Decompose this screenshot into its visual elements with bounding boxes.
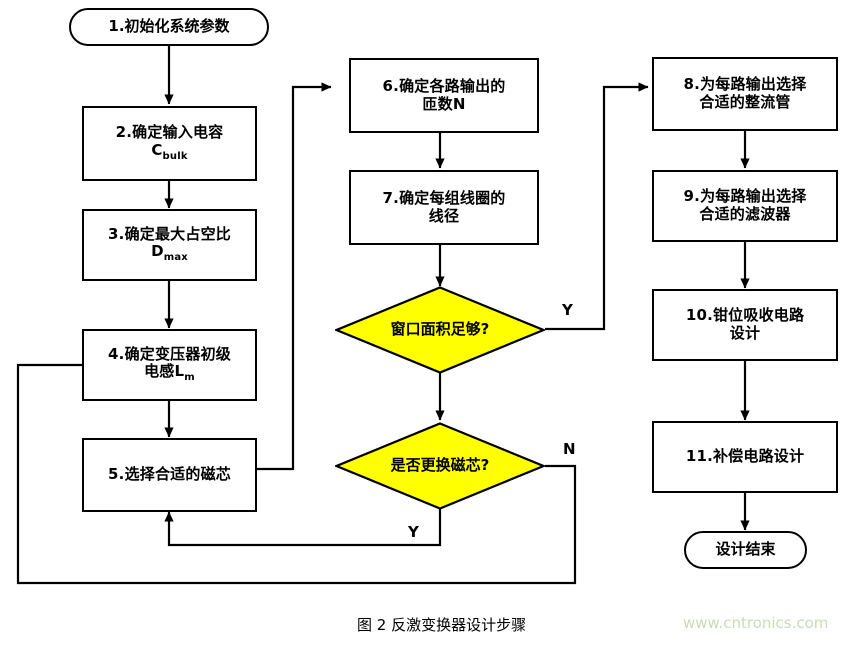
- node-decision-window-area[interactable]: 窗口面积足够?: [335, 286, 545, 374]
- node-end[interactable]: 设计结束: [684, 531, 807, 569]
- node-step-8-line1: 8.为每路输出选择: [683, 75, 807, 94]
- edge-label-decision1-yes: Y: [562, 301, 573, 319]
- node-step-8-text: 8.为每路输出选择 合适的整流管: [684, 76, 807, 111]
- site-watermark: www.cntronics.com: [683, 614, 829, 632]
- node-step-3[interactable]: 3.确定最大占空比 Dmax: [82, 209, 257, 281]
- node-step-4-line2-main: 电感L: [144, 362, 185, 381]
- node-step-9[interactable]: 9.为每路输出选择 合适的滤波器: [652, 170, 838, 242]
- node-step-9-line2: 合适的滤波器: [699, 205, 791, 223]
- node-step-7[interactable]: 7.确定每组线圈的 线径: [349, 170, 539, 245]
- node-decision-change-core-label: 是否更换磁芯?: [390, 456, 490, 475]
- node-step-7-line2: 线径: [428, 206, 460, 225]
- node-step-6-line2: 匝数N: [422, 94, 466, 113]
- node-step-10[interactable]: 10.钳位吸收电路 设计: [652, 289, 838, 361]
- node-step-5[interactable]: 5.选择合适的磁芯: [82, 438, 257, 512]
- node-end-label: 设计结束: [715, 540, 776, 559]
- node-step-2-line2-main: C: [151, 140, 163, 159]
- figure-caption: 图 2 反激变换器设计步骤: [357, 616, 527, 634]
- node-step-7-text: 7.确定每组线圈的 线径: [382, 188, 506, 225]
- node-step-9-text: 9.为每路输出选择 合适的滤波器: [684, 188, 807, 223]
- node-step-10-text: 10.钳位吸收电路 设计: [686, 307, 804, 342]
- node-step-3-text: 3.确定最大占空比 Dmax: [108, 224, 231, 264]
- node-step-3-line2-main: D: [151, 242, 164, 261]
- edge-label-decision2-no: N: [563, 440, 576, 458]
- node-step-8-line2: 合适的整流管: [699, 93, 791, 111]
- node-step-4-line2-sub: m: [184, 372, 195, 384]
- node-step-3-line2-sub: max: [163, 252, 188, 264]
- node-step-4[interactable]: 4.确定变压器初级 电感Lm: [82, 329, 257, 401]
- node-step-10-line2: 设计: [729, 324, 761, 342]
- node-decision-change-core[interactable]: 是否更换磁芯?: [335, 422, 545, 510]
- node-step-6[interactable]: 6.确定各路输出的 匝数N: [349, 58, 539, 133]
- node-step-4-line1: 4.确定变压器初级: [108, 344, 231, 363]
- node-step-2-line1: 2.确定输入电容: [115, 123, 224, 142]
- node-step-2-line2-sub: bulk: [162, 150, 188, 162]
- node-step-10-line1: 10.钳位吸收电路: [685, 306, 805, 325]
- node-decision-window-area-label: 窗口面积足够?: [390, 320, 490, 339]
- node-step-11-line1: 11.补偿电路设计: [685, 447, 805, 466]
- node-step-2-text: 2.确定输入电容 Cbulk: [116, 124, 224, 162]
- node-start[interactable]: 1.初始化系统参数: [69, 8, 269, 46]
- node-step-4-text: 4.确定变压器初级 电感Lm: [108, 344, 231, 384]
- edge-label-decision2-yes: Y: [408, 523, 419, 541]
- node-step-7-line1: 7.确定每组线圈的: [382, 188, 506, 207]
- node-step-2[interactable]: 2.确定输入电容 Cbulk: [82, 106, 257, 181]
- node-start-label: 1.初始化系统参数: [108, 17, 230, 36]
- node-step-6-line1: 6.确定各路输出的: [382, 76, 506, 95]
- node-step-11[interactable]: 11.补偿电路设计: [652, 421, 838, 493]
- node-step-8[interactable]: 8.为每路输出选择 合适的整流管: [652, 57, 838, 131]
- node-step-9-line1: 9.为每路输出选择: [683, 187, 807, 206]
- node-step-6-text: 6.确定各路输出的 匝数N: [382, 76, 506, 113]
- node-step-3-line1: 3.确定最大占空比: [108, 224, 231, 243]
- node-step-5-line1: 5.选择合适的磁芯: [108, 465, 231, 484]
